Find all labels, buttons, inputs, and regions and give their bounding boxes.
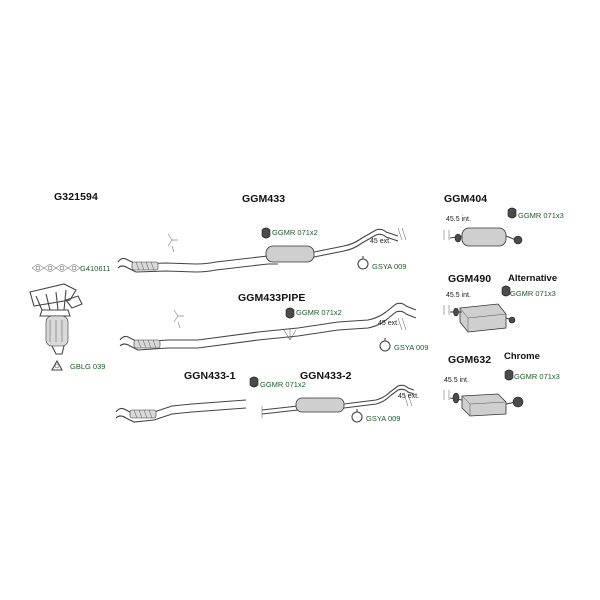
gblg039-gasket-drawing bbox=[51, 359, 63, 371]
part-code-g321594: G321594 bbox=[54, 191, 98, 203]
note-45ext-2: 45 ext. bbox=[378, 320, 400, 327]
label-alternative: Alternative bbox=[508, 273, 558, 284]
rubber-mount-icons bbox=[249, 207, 517, 388]
ggn433-2-drawing bbox=[261, 384, 415, 418]
note-45-5int-2: 45.5 int. bbox=[446, 292, 471, 299]
ref-ggmr071x3-3: GGMR 071x3 bbox=[514, 372, 560, 381]
hanger-clip-icons bbox=[351, 256, 391, 423]
part-code-ggm632: GGM632 bbox=[448, 354, 492, 366]
ref-gsya009-3: GSYA 009 bbox=[366, 414, 401, 423]
ref-ggmr071x2-1: GGMR 071x2 bbox=[272, 228, 318, 237]
part-code-ggm490: GGM490 bbox=[448, 273, 492, 285]
ref-ggmr071x2-3: GGMR 071x2 bbox=[260, 380, 306, 389]
label-chrome: Chrome bbox=[504, 351, 540, 362]
ggm433-drawing bbox=[117, 227, 407, 273]
part-code-ggm404: GGM404 bbox=[444, 193, 488, 205]
part-code-ggn433-2: GGN433-2 bbox=[300, 370, 352, 382]
manifold-catalyst-drawing bbox=[29, 283, 83, 355]
ggm632-drawing bbox=[443, 390, 524, 417]
ref-ggmr071x2-2: GGMR 071x2 bbox=[296, 308, 342, 317]
ggn433-1-drawing bbox=[115, 399, 247, 423]
note-45ext-1: 45 ext. bbox=[370, 238, 392, 245]
ref-gblg039: GBLG 039 bbox=[70, 362, 106, 371]
ref-g410611: G410611 bbox=[80, 264, 111, 273]
part-code-ggm433: GGM433 bbox=[242, 193, 286, 205]
note-45ext-3: 45 ext. bbox=[398, 393, 420, 400]
ref-ggmr071x3-2: GGMR 071x3 bbox=[510, 289, 556, 298]
note-45-5int-1: 45.5 int. bbox=[446, 216, 471, 223]
ggm433pipe-drawing bbox=[119, 302, 417, 351]
ref-gsya009-2: GSYA 009 bbox=[394, 343, 429, 352]
ref-ggmr071x3-1: GGMR 071x3 bbox=[518, 211, 564, 220]
ggm404-drawing bbox=[443, 227, 523, 247]
part-code-ggm433pipe: GGM433PIPE bbox=[238, 292, 306, 304]
note-45-5int-3: 45.5 int. bbox=[444, 377, 469, 384]
ref-gsya009-1: GSYA 009 bbox=[372, 262, 407, 271]
ggm490-drawing bbox=[443, 303, 516, 333]
part-code-ggn433-1: GGN433-1 bbox=[184, 370, 236, 382]
gasket-set-drawing bbox=[31, 263, 81, 273]
